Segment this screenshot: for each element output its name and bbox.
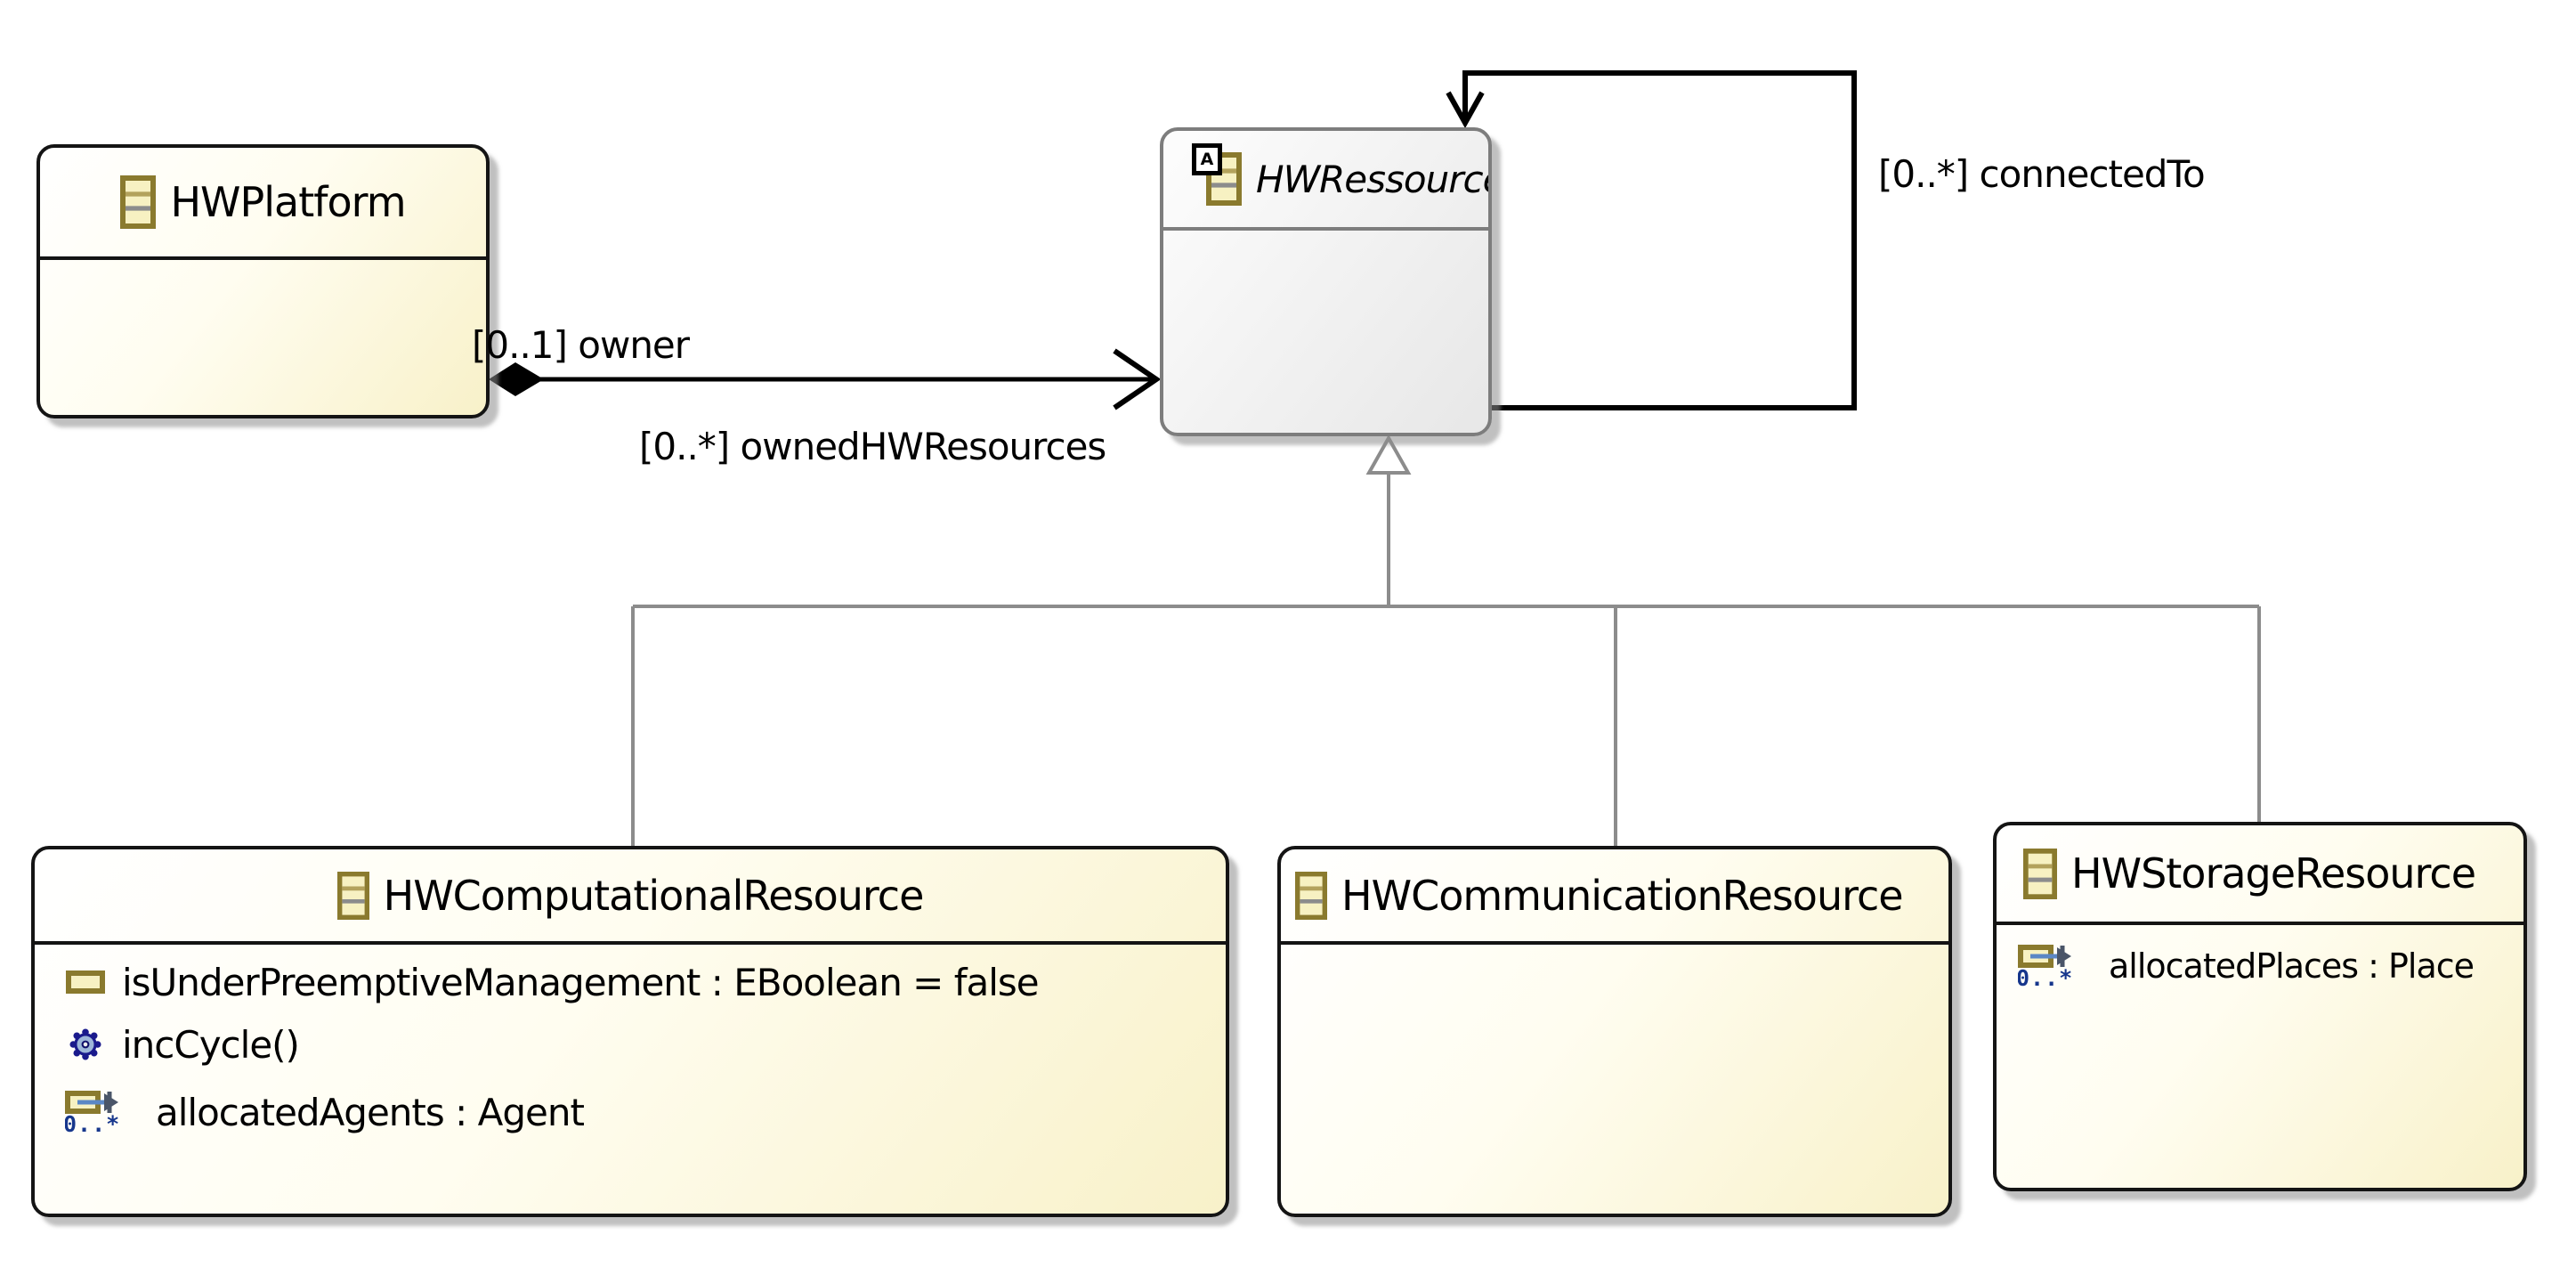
ereference-icon: 0..* xyxy=(2018,942,2093,991)
class-header: HWComputationalResource xyxy=(35,849,1226,941)
multiplicity-badge: 0..* xyxy=(65,1110,121,1137)
reference-row[interactable]: 0..* allocatedPlaces : Place xyxy=(2018,930,2518,1002)
attribute-text: isUnderPreemptiveManagement : EBoolean =… xyxy=(122,960,1040,1004)
class-hwcomputationalresource[interactable]: HWComputationalResource isUnderPreemptiv… xyxy=(31,846,1229,1217)
class-title[interactable]: HWComputationalResource xyxy=(383,871,925,920)
reference-text: allocatedPlaces : Place xyxy=(2109,946,2475,986)
open-arrowhead-icon xyxy=(1113,348,1162,410)
operation-row[interactable]: incCycle() xyxy=(65,1019,1220,1070)
compartment-separator xyxy=(35,941,1226,945)
class-hwressource[interactable]: A HWRessource xyxy=(1160,127,1492,436)
owner-label[interactable]: [0..1] owner xyxy=(472,323,690,367)
class-header: HWCommunicationResource xyxy=(1281,849,1948,941)
compartment-separator xyxy=(1997,922,2523,925)
eclass-icon: A xyxy=(1192,143,1242,206)
attribute-row[interactable]: isUnderPreemptiveManagement : EBoolean =… xyxy=(65,956,1220,1008)
reference-text: allocatedAgents : Agent xyxy=(156,1090,585,1134)
eclass-icon xyxy=(2023,848,2057,899)
class-hwplatform[interactable]: HWPlatform xyxy=(36,144,490,418)
abstract-badge: A xyxy=(1192,143,1222,175)
compartment-separator xyxy=(40,256,486,260)
eclass-icon xyxy=(336,871,369,920)
class-hwcommunicationresource[interactable]: HWCommunicationResource xyxy=(1277,846,1952,1217)
compartment-separator xyxy=(1281,941,1948,945)
ereference-icon: 0..* xyxy=(65,1088,140,1137)
generalization-edges[interactable] xyxy=(631,434,2261,849)
edge-owned-hw-resources[interactable] xyxy=(489,348,1162,410)
owned-hw-resources-label[interactable]: [0..*] ownedHWResources xyxy=(639,425,1106,468)
operation-text: incCycle() xyxy=(122,1022,300,1067)
class-title[interactable]: HWPlatform xyxy=(170,178,406,226)
eoperation-gear-icon xyxy=(65,1027,106,1061)
eattribute-icon xyxy=(65,969,106,995)
class-title[interactable]: HWStorageResource xyxy=(2071,849,2476,897)
eclass-icon xyxy=(1295,871,1327,920)
generalization-triangle-icon xyxy=(1365,434,1412,475)
class-header: HWStorageResource xyxy=(1997,825,2523,922)
reference-row[interactable]: 0..* allocatedAgents : Agent xyxy=(65,1076,1220,1148)
connected-to-label[interactable]: [0..*] connectedTo xyxy=(1878,152,2206,196)
class-title[interactable]: HWCommunicationResource xyxy=(1341,871,1904,920)
class-header: A HWRessource xyxy=(1163,131,1488,227)
compartment-separator xyxy=(1163,227,1488,231)
edge-connected-to[interactable] xyxy=(1446,70,1857,410)
composition-diamond-icon xyxy=(489,362,544,396)
multiplicity-badge: 0..* xyxy=(2018,964,2074,991)
class-title[interactable]: HWRessource xyxy=(1256,157,1488,201)
class-hwstorageresource[interactable]: HWStorageResource 0..* allocatedPlaces :… xyxy=(1993,822,2527,1191)
open-arrowhead-icon xyxy=(1446,91,1485,129)
eclass-icon xyxy=(120,175,157,229)
class-header: HWPlatform xyxy=(40,148,486,256)
